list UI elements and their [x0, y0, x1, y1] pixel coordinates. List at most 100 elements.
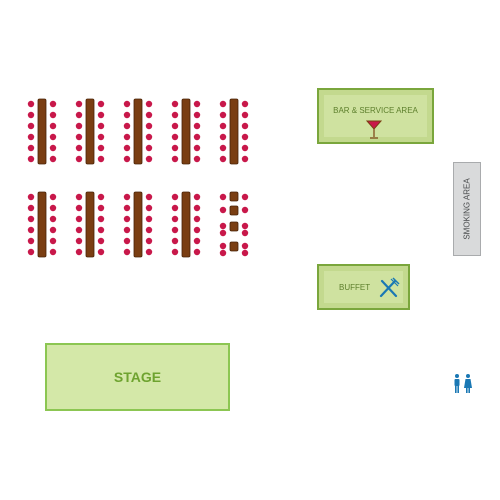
chair	[75, 100, 83, 108]
chair	[241, 100, 249, 108]
chair	[171, 133, 179, 141]
chair	[241, 249, 249, 257]
chair	[219, 144, 227, 152]
chair	[219, 122, 227, 130]
chair	[49, 193, 57, 201]
chair	[27, 226, 35, 234]
chair	[241, 193, 249, 201]
chair	[123, 133, 131, 141]
chair	[219, 111, 227, 119]
chair	[97, 144, 105, 152]
chair	[171, 193, 179, 201]
chair	[123, 122, 131, 130]
chair	[97, 204, 105, 212]
chair	[193, 122, 201, 130]
chair	[123, 155, 131, 163]
chair	[219, 242, 227, 250]
chair	[27, 133, 35, 141]
chair	[219, 155, 227, 163]
table	[85, 191, 95, 258]
table	[133, 191, 143, 258]
chair	[171, 237, 179, 245]
chair	[27, 248, 35, 256]
chair	[123, 193, 131, 201]
chair	[97, 226, 105, 234]
chair	[171, 122, 179, 130]
chair	[75, 133, 83, 141]
table	[133, 98, 143, 165]
chair	[219, 193, 227, 201]
table	[181, 98, 191, 165]
chair	[49, 226, 57, 234]
table	[229, 221, 239, 232]
chair	[241, 144, 249, 152]
chair	[241, 122, 249, 130]
table	[229, 241, 239, 252]
chair	[75, 155, 83, 163]
chair	[193, 193, 201, 201]
chair	[241, 222, 249, 230]
chair	[193, 133, 201, 141]
chair	[75, 144, 83, 152]
chair	[27, 144, 35, 152]
chair	[145, 111, 153, 119]
chair	[219, 133, 227, 141]
chair	[171, 215, 179, 223]
chair	[145, 226, 153, 234]
chair	[219, 249, 227, 257]
chair	[123, 248, 131, 256]
chair	[123, 215, 131, 223]
chair	[27, 100, 35, 108]
chair	[75, 215, 83, 223]
chair	[27, 111, 35, 119]
table	[85, 98, 95, 165]
chair	[123, 237, 131, 245]
chair	[27, 122, 35, 130]
buffet-area: BUFFET	[317, 264, 410, 310]
chair	[171, 226, 179, 234]
chair	[193, 237, 201, 245]
chair	[241, 111, 249, 119]
table	[37, 191, 47, 258]
chair	[171, 144, 179, 152]
chair	[171, 100, 179, 108]
chair	[75, 226, 83, 234]
chair	[27, 155, 35, 163]
chair	[97, 237, 105, 245]
table	[229, 191, 239, 202]
table	[229, 205, 239, 216]
table	[37, 98, 47, 165]
chair	[219, 222, 227, 230]
buffet-area-label: BUFFET	[339, 283, 371, 292]
chair	[193, 155, 201, 163]
chair	[27, 237, 35, 245]
chair	[97, 100, 105, 108]
chair	[75, 204, 83, 212]
chair	[75, 111, 83, 119]
chair	[27, 204, 35, 212]
chair	[241, 133, 249, 141]
chair	[193, 215, 201, 223]
chair	[193, 111, 201, 119]
chair	[49, 133, 57, 141]
chair	[123, 226, 131, 234]
chair	[123, 111, 131, 119]
chair	[145, 122, 153, 130]
chair	[171, 248, 179, 256]
chair	[49, 204, 57, 212]
chair	[97, 111, 105, 119]
chair	[193, 144, 201, 152]
chair	[97, 215, 105, 223]
chair	[49, 144, 57, 152]
chair	[241, 155, 249, 163]
table	[181, 191, 191, 258]
chair	[49, 237, 57, 245]
chair	[171, 155, 179, 163]
chair	[75, 193, 83, 201]
chair	[97, 193, 105, 201]
chair	[123, 144, 131, 152]
chair	[171, 111, 179, 119]
bar-service-area: BAR & SERVICE AREA	[317, 88, 434, 144]
chair	[171, 204, 179, 212]
chair	[219, 229, 227, 237]
